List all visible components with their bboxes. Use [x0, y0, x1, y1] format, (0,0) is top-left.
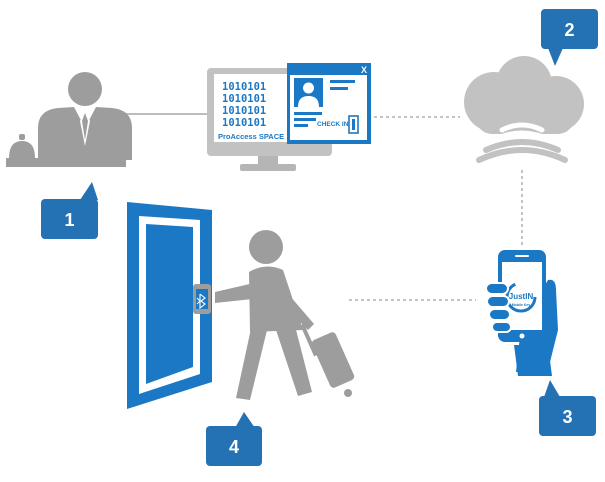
binary-line-1: 1010101 — [222, 81, 266, 93]
badge-1-number: 1 — [64, 210, 74, 230]
finger-2 — [486, 295, 510, 308]
guest-arm-forward — [215, 282, 262, 303]
door-mini-icon — [348, 115, 359, 134]
binary-line-3: 1010101 — [222, 105, 266, 117]
step-badge-4: 4 — [206, 412, 262, 466]
finger-3 — [488, 308, 511, 321]
badge-4-box — [206, 426, 262, 466]
signal-arc-1 — [499, 122, 545, 133]
guest-leg-back — [274, 322, 312, 396]
service-bell-icon — [9, 141, 35, 158]
check-in-label: CHECK IN — [317, 121, 349, 128]
badge-2-number: 2 — [564, 20, 574, 40]
badge-4-number: 4 — [229, 437, 239, 457]
badge-2-box — [541, 9, 598, 49]
finger-1 — [485, 282, 509, 295]
cloud-base — [476, 102, 574, 134]
wrist — [514, 345, 552, 376]
info-line-5 — [294, 124, 308, 127]
guest-figure — [215, 230, 355, 400]
step-badge-3: 3 — [539, 380, 596, 436]
finger-4 — [491, 321, 512, 333]
monitor-neck — [258, 156, 278, 164]
guest-photo-body-icon — [298, 96, 319, 107]
info-line-3 — [294, 112, 322, 115]
wireless-signal-outer — [476, 139, 568, 163]
receptionist-head — [68, 72, 102, 106]
badge-2-pointer — [548, 48, 563, 66]
badge-3-box — [539, 396, 596, 436]
suitcase-handle — [300, 323, 318, 357]
app-label: JustIN — [509, 292, 534, 301]
service-bell-knob — [19, 134, 25, 140]
door-glass — [146, 224, 193, 384]
step-badge-1: 1 — [41, 182, 98, 239]
suitcase-body — [311, 332, 355, 388]
badge-1-box — [41, 199, 98, 239]
connectors — [126, 113, 523, 301]
check-in-window: X CHECK IN — [287, 63, 371, 144]
binary-line-4: 1010101 — [222, 117, 266, 129]
guest-arm-back — [284, 296, 314, 330]
guest-torso — [249, 266, 303, 332]
cloud-icon — [464, 56, 584, 134]
receptionist-tie-inner — [82, 113, 88, 140]
suitcase-wheel — [344, 389, 352, 397]
info-line-1 — [330, 80, 355, 83]
close-icon: X — [361, 65, 367, 75]
app-sublabel: Mobile Key — [512, 303, 531, 307]
door-icon — [127, 202, 212, 409]
guest-head — [249, 230, 283, 264]
bluetooth-icon — [196, 293, 206, 310]
step-badge-2: 2 — [541, 9, 598, 66]
badge-3-pointer — [544, 380, 560, 397]
signal-arc-2 — [491, 130, 553, 143]
binary-line-2: 1010101 — [222, 93, 266, 105]
badge-1-pointer — [80, 182, 98, 200]
phone-earpiece — [515, 255, 529, 257]
software-label: ProAccess SPACE — [218, 132, 284, 141]
guest-photo-head-icon — [303, 82, 314, 94]
receptionist-figure — [6, 72, 132, 167]
door-mini-panel — [352, 119, 355, 130]
guest-phone — [193, 284, 211, 314]
hand-fingers — [485, 282, 512, 333]
info-line-2 — [330, 87, 348, 90]
smartphone-hand: JustIN Mobile Key — [485, 250, 558, 376]
phone-home-button — [519, 333, 525, 339]
monitor-base — [240, 164, 296, 171]
guest-leg-front — [236, 324, 268, 400]
signal-arc-4 — [476, 147, 568, 163]
wireless-signal-icon — [491, 122, 553, 143]
badge-3-number: 3 — [562, 407, 572, 427]
signal-arc-3 — [483, 139, 561, 153]
reception-desk — [6, 158, 126, 167]
badge-4-pointer — [235, 412, 255, 428]
info-line-4 — [294, 118, 316, 121]
